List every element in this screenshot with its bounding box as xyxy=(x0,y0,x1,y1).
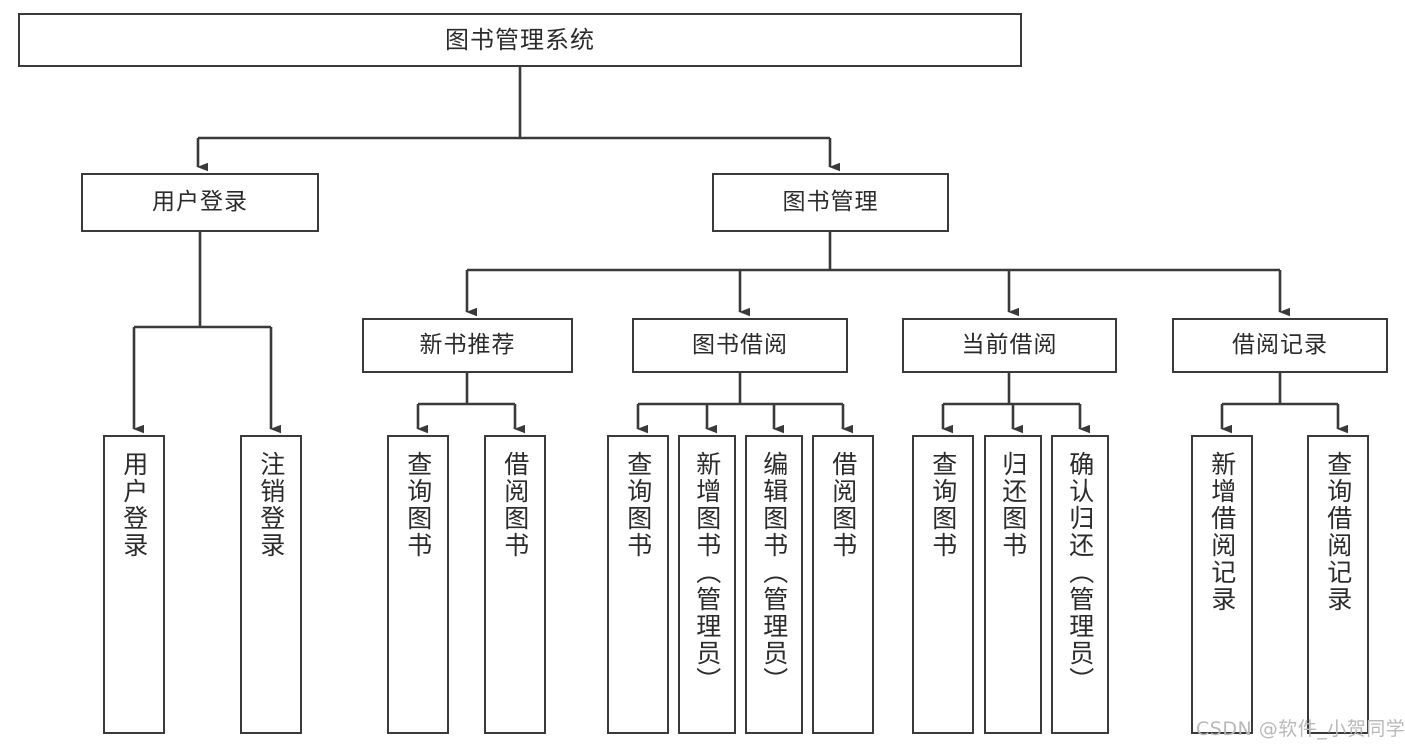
node-current-borrow-label: 当前借阅 xyxy=(961,331,1058,358)
node-leaf-query-book-borrow-label: 查询图书 xyxy=(623,451,653,559)
node-book-borrow[interactable]: 图书借阅 xyxy=(632,318,848,373)
node-new-book-recommend-label: 新书推荐 xyxy=(419,331,516,358)
node-leaf-confirm-return[interactable]: 确认归还（管理员） xyxy=(1051,435,1109,734)
node-leaf-return-book[interactable]: 归还图书 xyxy=(984,435,1042,734)
node-leaf-user-login[interactable]: 用户登录 xyxy=(103,435,165,734)
node-user-login[interactable]: 用户登录 xyxy=(81,173,319,232)
node-leaf-add-borrow-record[interactable]: 新增借阅记录 xyxy=(1191,435,1253,734)
node-leaf-borrow-book-label: 借阅图书 xyxy=(828,451,858,559)
node-leaf-query-borrow-record[interactable]: 查询借阅记录 xyxy=(1307,435,1369,734)
node-leaf-user-login-label: 用户登录 xyxy=(119,451,149,559)
node-user-login-label: 用户登录 xyxy=(152,188,248,215)
csdn-watermark: CSDN @软件_小贺同学 xyxy=(1196,718,1405,740)
node-leaf-borrow-book[interactable]: 借阅图书 xyxy=(812,435,874,734)
node-leaf-add-book-label: 新增图书（管理员） xyxy=(692,451,722,694)
node-leaf-add-borrow-record-label: 新增借阅记录 xyxy=(1207,451,1237,613)
node-current-borrow[interactable]: 当前借阅 xyxy=(902,318,1117,373)
node-leaf-borrow-book-rec-label: 借阅图书 xyxy=(500,451,530,559)
node-root-label: 图书管理系统 xyxy=(445,25,595,54)
node-leaf-user-logout-label: 注销登录 xyxy=(256,451,286,559)
node-leaf-borrow-book-rec[interactable]: 借阅图书 xyxy=(484,435,546,734)
node-leaf-query-book-rec-label: 查询图书 xyxy=(403,451,433,559)
node-leaf-edit-book[interactable]: 编辑图书（管理员） xyxy=(745,435,803,734)
node-leaf-edit-book-label: 编辑图书（管理员） xyxy=(759,451,789,694)
node-leaf-query-book-rec[interactable]: 查询图书 xyxy=(387,435,449,734)
node-borrow-record-label: 借阅记录 xyxy=(1232,331,1328,358)
node-leaf-query-borrow-record-label: 查询借阅记录 xyxy=(1323,451,1353,613)
node-leaf-confirm-return-label: 确认归还（管理员） xyxy=(1065,451,1095,694)
node-book-manage-label: 图书管理 xyxy=(782,188,879,215)
node-leaf-return-book-label: 归还图书 xyxy=(998,451,1028,559)
node-book-manage[interactable]: 图书管理 xyxy=(712,173,949,232)
node-leaf-add-book[interactable]: 新增图书（管理员） xyxy=(678,435,736,734)
node-leaf-query-book-current-label: 查询图书 xyxy=(928,451,958,559)
node-root-system[interactable]: 图书管理系统 xyxy=(18,13,1022,67)
node-leaf-user-logout[interactable]: 注销登录 xyxy=(240,435,302,734)
node-leaf-query-book-current[interactable]: 查询图书 xyxy=(912,435,974,734)
node-leaf-query-book-borrow[interactable]: 查询图书 xyxy=(607,435,669,734)
node-borrow-record[interactable]: 借阅记录 xyxy=(1172,318,1388,373)
node-book-borrow-label: 图书借阅 xyxy=(692,331,788,358)
node-new-book-recommend[interactable]: 新书推荐 xyxy=(362,318,573,373)
